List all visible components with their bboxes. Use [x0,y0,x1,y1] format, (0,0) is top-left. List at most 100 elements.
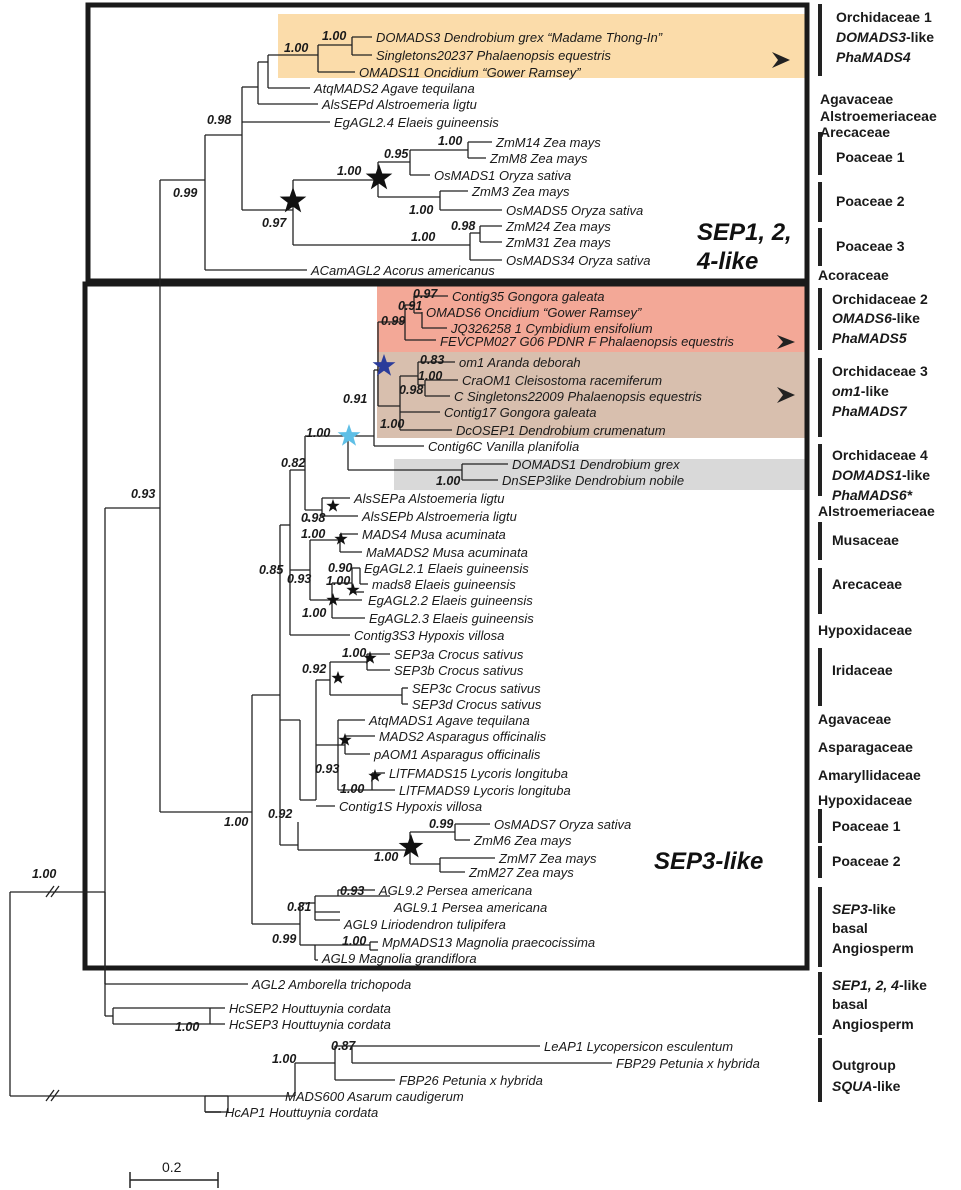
tip-label: ZmM7 Zea mays [498,851,597,866]
group-label: basal [832,920,868,936]
tip-label: Contig17 Gongora galeata [444,405,597,420]
support-value: 0.99 [173,186,197,200]
tip-label: EgAGL2.2 Elaeis guineensis [368,593,533,608]
support-value: 1.00 [340,782,364,796]
tip-label: AlsSEPb Alstroemeria ligtu [361,509,517,524]
tip-label: FBP29 Petunia x hybrida [616,1056,760,1071]
tip-label: om1 Aranda deborah [459,355,581,370]
tip-label: MaMADS2 Musa acuminata [366,545,528,560]
tip-label: AtqMADS1 Agave tequilana [368,713,530,728]
tip-label: MADS4 Musa acuminata [362,527,506,542]
group-label: Arecaceae [820,124,890,140]
group-label: basal [832,996,868,1012]
tree-branches [9,36,612,1113]
tip-label: ZmM24 Zea mays [505,219,611,234]
tip-label: LlTFMADS15 Lycoris longituba [389,766,568,781]
orchidaceae-2-highlight [377,284,805,352]
support-value: 0.99 [272,932,296,946]
group-label: Poaceae 2 [836,193,905,209]
support-value: 0.91 [343,392,367,406]
support-value: 0.98 [451,219,475,233]
black-star-marker [331,671,345,684]
support-value: 0.93 [340,884,364,898]
tip-label: HcSEP2 Houttuynia cordata [229,1001,391,1016]
tip-label: AGL9 Liriodendron tulipifera [343,917,506,932]
tip-label: OsMADS7 Oryza sativa [494,817,631,832]
support-value: 0.82 [281,456,305,470]
black-star-marker [365,164,393,190]
scale-bar: 0.2 [129,1159,219,1188]
support-value: 1.00 [302,606,326,620]
support-value: 0.92 [302,662,326,676]
tip-label: DnSEP3like Dendrobium nobile [502,473,684,488]
black-star-marker [398,834,424,858]
support-value: 0.99 [429,817,453,831]
tip-label: AGL9.2 Persea americana [378,883,532,898]
support-value: 1.00 [175,1020,199,1034]
cyan-star-marker [337,424,361,446]
tip-label: AlsSEPd Alstroemeria ligtu [321,97,477,112]
tip-label: Contig35 Gongora galeata [452,289,605,304]
support-value: 0.92 [268,807,292,821]
tip-label: AGL9.1 Persea americana [393,900,547,915]
support-value: 0.93 [131,487,155,501]
support-values: 1.00 1.00 0.98 0.99 1.00 0.95 1.00 0.97 … [32,29,475,1066]
group-label: Asparagaceae [818,739,913,755]
group-label: Poaceae 1 [836,149,905,165]
support-value: 0.95 [384,147,409,161]
support-value: 0.99 [381,314,405,328]
support-value: 0.98 [301,511,325,525]
tip-label: ZmM3 Zea mays [471,184,570,199]
group-label: Musaceae [832,532,899,548]
support-value: 1.00 [301,527,325,541]
support-value: 1.00 [326,574,350,588]
group-label: SQUA-like [832,1078,901,1094]
arrow-icon [777,387,795,403]
tip-label: SEP3c Crocus sativus [412,681,541,696]
tip-label: OsMADS1 Oryza sativa [434,168,571,183]
group-label: Poaceae 3 [836,238,905,254]
group-label: PhaMADS7 [832,403,908,419]
tip-label: HcAP1 Houttuynia cordata [225,1105,378,1120]
support-value: 1.00 [272,1052,296,1066]
tip-label: OMADS6 Oncidium “Gower Ramsey” [426,305,642,320]
group-label: DOMADS1-like [832,467,930,483]
support-value: 1.00 [306,426,330,440]
support-value: 0.93 [315,762,339,776]
support-value: 1.00 [224,815,248,829]
support-value: 0.90 [328,561,352,575]
group-label: SEP3-like [832,901,896,917]
group-label: OMADS6-like [832,310,920,326]
tip-label: pAOM1 Asparagus officinalis [373,747,541,762]
tip-label: FEVCPM027 G06 PDNR F Phalaenopsis equest… [440,334,734,349]
tip-label: ZmM6 Zea mays [473,833,572,848]
group-labels: Orchidaceae 1 DOMADS3-like PhaMADS4 Agav… [818,9,937,1094]
orchidaceae-1-highlight [278,14,805,78]
support-value: 0.87 [331,1039,356,1053]
sep124-clade-title-line2: 4-like [696,248,758,275]
black-star-marker [334,532,348,545]
tip-label: AtqMADS2 Agave tequilana [313,81,475,96]
black-star-marker [363,651,377,664]
tip-label: EgAGL2.1 Elaeis guineensis [364,561,529,576]
support-value: 1.00 [409,203,433,217]
group-label: PhaMADS5 [832,330,907,346]
tip-label: LeAP1 Lycopersicon esculentum [544,1039,733,1054]
tip-label: SEP3a Crocus sativus [394,647,524,662]
tip-label: JQ326258 1 Cymbidium ensifolium [450,321,653,336]
tip-label: Singletons20237 Phalaenopsis equestris [376,48,611,63]
black-star-marker [368,769,382,782]
tip-label: AGL9 Magnolia grandiflora [321,951,477,966]
tip-label: DOMADS3 Dendrobium grex “Madame Thong-In… [376,30,663,45]
support-value: 1.00 [438,134,462,148]
group-label: Orchidaceae 3 [832,363,928,379]
tip-label: HcSEP3 Houttuynia cordata [229,1017,391,1032]
group-label: Agavaceae [820,91,893,107]
black-star-marker [346,583,360,596]
tip-label: MpMADS13 Magnolia praecocissima [382,935,595,950]
support-value: 1.00 [380,417,404,431]
tip-label: Contig3S3 Hypoxis villosa [354,628,504,643]
tip-label: FBP26 Petunia x hybrida [399,1073,543,1088]
tip-label: SEP3d Crocus sativus [412,697,542,712]
